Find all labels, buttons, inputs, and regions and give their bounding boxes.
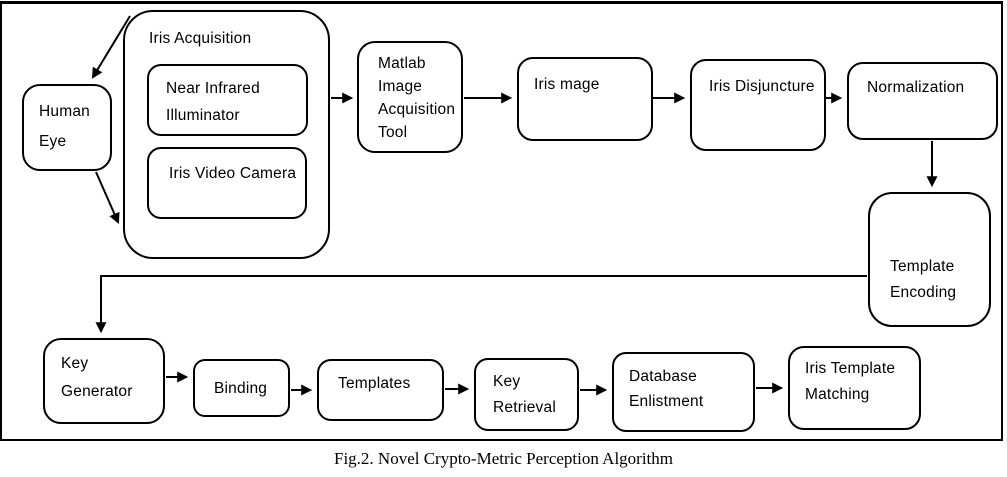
node-label: Image (378, 78, 423, 95)
node-label: Retrieval (493, 399, 556, 416)
figure-caption: Fig.2. Novel Crypto-Metric Perception Al… (333, 449, 673, 468)
node-label: Near Infrared (166, 80, 260, 97)
node-label: Matching (805, 386, 870, 403)
node-iris-mage: Iris mage (517, 57, 653, 141)
node-label: Templates (338, 375, 411, 392)
node-label: Iris Template (805, 360, 896, 377)
node-label: Generator (61, 383, 133, 400)
node-database-enlistment: Database Enlistment (612, 352, 755, 432)
node-template-encoding: Template Encoding (868, 192, 991, 327)
node-label: Key (493, 373, 521, 390)
node-label: Iris Disjuncture (709, 78, 815, 95)
node-label: Iris Video Camera (169, 165, 297, 182)
node-label: Illuminator (166, 107, 240, 124)
node-label: Encoding (890, 284, 957, 301)
diagram-frame (0, 1, 1003, 441)
node-matlab-image-acquisition-tool: Matlab Image Acquisition Tool (357, 41, 463, 153)
node-label: Tool (378, 124, 408, 141)
node-label: Enlistment (629, 393, 704, 410)
node-label: Matlab (378, 55, 426, 72)
node-label: Template (890, 258, 955, 275)
node-binding: Binding (193, 359, 290, 417)
node-label: Database (629, 368, 697, 385)
node-normalization: Normalization (847, 62, 998, 140)
node-iris-disjuncture: Iris Disjuncture (690, 59, 826, 151)
node-label: Human (39, 103, 90, 120)
node-label: Eye (39, 133, 67, 150)
node-human-eye: Human Eye (22, 84, 112, 171)
node-label: Iris Acquisition (149, 30, 252, 47)
node-near-infrared-illuminator: Near Infrared Illuminator (147, 64, 308, 136)
node-templates: Templates (317, 359, 444, 421)
node-label: Iris mage (534, 76, 600, 93)
node-label: Normalization (867, 79, 965, 96)
node-iris-video-camera: Iris Video Camera (147, 147, 307, 219)
node-key-generator: Key Generator (43, 338, 165, 424)
node-label: Binding (214, 380, 268, 397)
node-label: Key (61, 355, 89, 372)
node-key-retrieval: Key Retrieval (474, 358, 579, 431)
node-iris-template-matching: Iris Template Matching (788, 346, 921, 430)
node-label: Acquisition (378, 101, 456, 118)
